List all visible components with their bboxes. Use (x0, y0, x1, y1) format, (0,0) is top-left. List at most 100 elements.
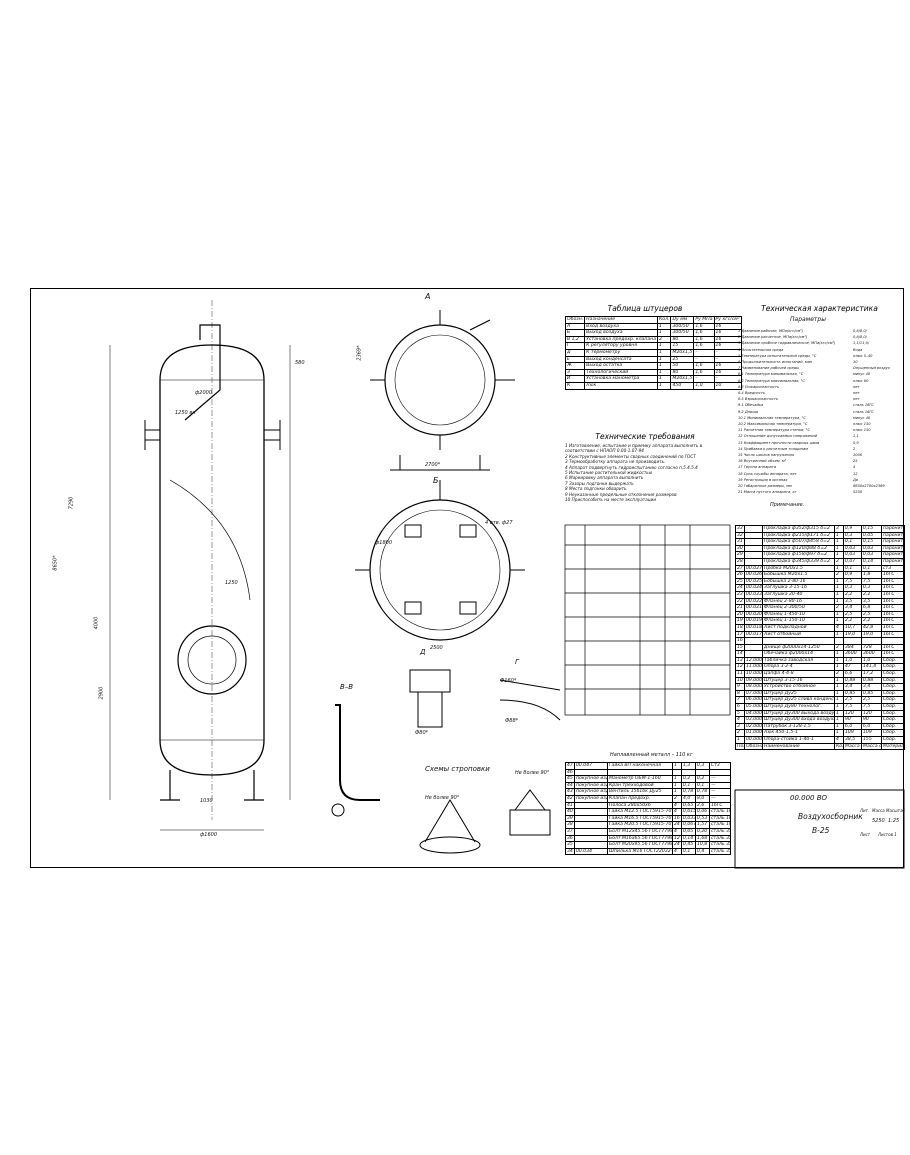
table-cell: 1 (834, 689, 844, 698)
characteristic-value: 25 (853, 459, 858, 464)
requirement-item: 2 Конструктивные элементы сварных соедин… (565, 453, 696, 459)
table-cell: 3600 (843, 650, 862, 658)
table-cell: Заглушка 20-40 (762, 590, 835, 599)
table-cell: 16ГС (881, 623, 905, 632)
table-cell: 27 (735, 564, 745, 573)
table-cell: 1 (834, 590, 844, 599)
table-cell: 0,78 (681, 788, 696, 796)
table-cell (695, 768, 710, 777)
table-cell: 0,06 (695, 808, 710, 816)
characteristic-label: 13 Коэффициент прочности сварных швов (738, 440, 820, 445)
dim-1250: 1250 (225, 580, 238, 586)
characteristic-label: 9.1 Обечайка (738, 403, 764, 408)
characteristic-value: 1,1/11,0/ (853, 341, 870, 346)
table-cell: 16ГС (881, 590, 905, 599)
tech-requirements-title: Технические требования (595, 432, 695, 441)
table-cell: 47 (565, 762, 575, 770)
table-cell: 0,15 (861, 538, 882, 546)
table-cell: 0,88 (861, 676, 882, 685)
characteristic-value: 8650x2700x2369 (853, 484, 885, 489)
characteristic-label: 18 Срок службы аппарата, лет (738, 471, 797, 476)
table-cell: 1 (834, 538, 844, 546)
characteristic-value: плюс 5–40 (853, 353, 873, 358)
table-cell: 24 (672, 821, 682, 829)
table-cell: Табличка заводская (762, 656, 835, 665)
table-cell: 01.000 (744, 729, 763, 737)
nozzle-table-title: Таблица штуцеров (607, 304, 683, 313)
table-cell: 2,2 (861, 617, 882, 625)
table-cell: 0,067 (681, 821, 696, 829)
section-vv-label: В–В (340, 683, 354, 691)
sling-note-1: Не более 90° (425, 795, 460, 801)
table-cell: 0,14 (861, 557, 882, 566)
table-cell: паронит (881, 544, 905, 553)
table-cell: 3,5 (861, 597, 882, 606)
characteristic-value: плюс 80 (853, 378, 869, 383)
table-cell: 16ГС (881, 584, 905, 592)
table-cell: 3600 (861, 650, 882, 658)
table-cell: 19 (735, 617, 745, 625)
table-cell: 6,6 (843, 670, 862, 678)
table-cell: 0,85 (843, 689, 862, 698)
table-cell: 2,6 (695, 801, 710, 810)
table-cell (574, 841, 608, 849)
table-cell: Устройство отбойное (762, 683, 835, 691)
table-cell: 10 (713, 381, 742, 390)
table-cell: 2,2 (843, 617, 862, 625)
characteristic-value: 10 (853, 360, 858, 365)
table-cell: 19,0 (861, 630, 882, 639)
table-cell: Кол. (834, 742, 844, 751)
table-cell: 00.024 (744, 584, 763, 592)
dim-580: 580 (295, 360, 305, 366)
table-cell: 1 (672, 788, 682, 796)
table-cell: сталь 35 (709, 847, 731, 856)
table-cell: Клапан предохр. (607, 794, 673, 803)
table-cell: 00.000 (744, 736, 763, 744)
table-cell: Обозначение (744, 742, 763, 751)
table-cell: 1 (834, 722, 844, 731)
table-cell: 44 (565, 781, 575, 790)
table-cell: 16 (735, 637, 745, 645)
table-cell: Поз. (735, 742, 745, 751)
table-cell: 26 (735, 571, 745, 579)
tech-requirements-list: 1 Изготовление, испытание и приемку аппа… (565, 443, 730, 502)
table-cell: покупное изд (574, 775, 608, 783)
table-cell: Пробка М20х1.5 (762, 564, 835, 573)
characteristic-value: Опущенный воздух (853, 366, 890, 371)
table-cell: 38,5 (843, 736, 862, 744)
table-cell: 00.047 (574, 762, 608, 770)
table-cell: 7,5 (861, 577, 882, 586)
table-cell: 10,7 (843, 623, 862, 632)
table-cell: Штуцер Ду80 технолог. (762, 703, 835, 711)
table-cell (574, 821, 608, 829)
table-cell: Сбор. (881, 736, 905, 744)
scale-value: 1:25 (888, 818, 900, 824)
table-cell (744, 637, 763, 645)
requirement-item: 5 Испытание растительной жидкостью (565, 470, 653, 476)
table-cell: Обечайка ф2000х14 (762, 650, 835, 658)
table-cell (744, 551, 763, 559)
table-cell (574, 801, 608, 810)
table-cell: 3,4 (861, 683, 882, 691)
characteristic-label: 15 Число циклов нагружения (738, 453, 794, 458)
table-cell (744, 538, 763, 546)
table-cell: 03.000 (744, 716, 763, 724)
detail-g (499, 679, 561, 721)
table-cell: 04.000 (744, 709, 763, 718)
table-cell: 0,1 (843, 564, 862, 573)
